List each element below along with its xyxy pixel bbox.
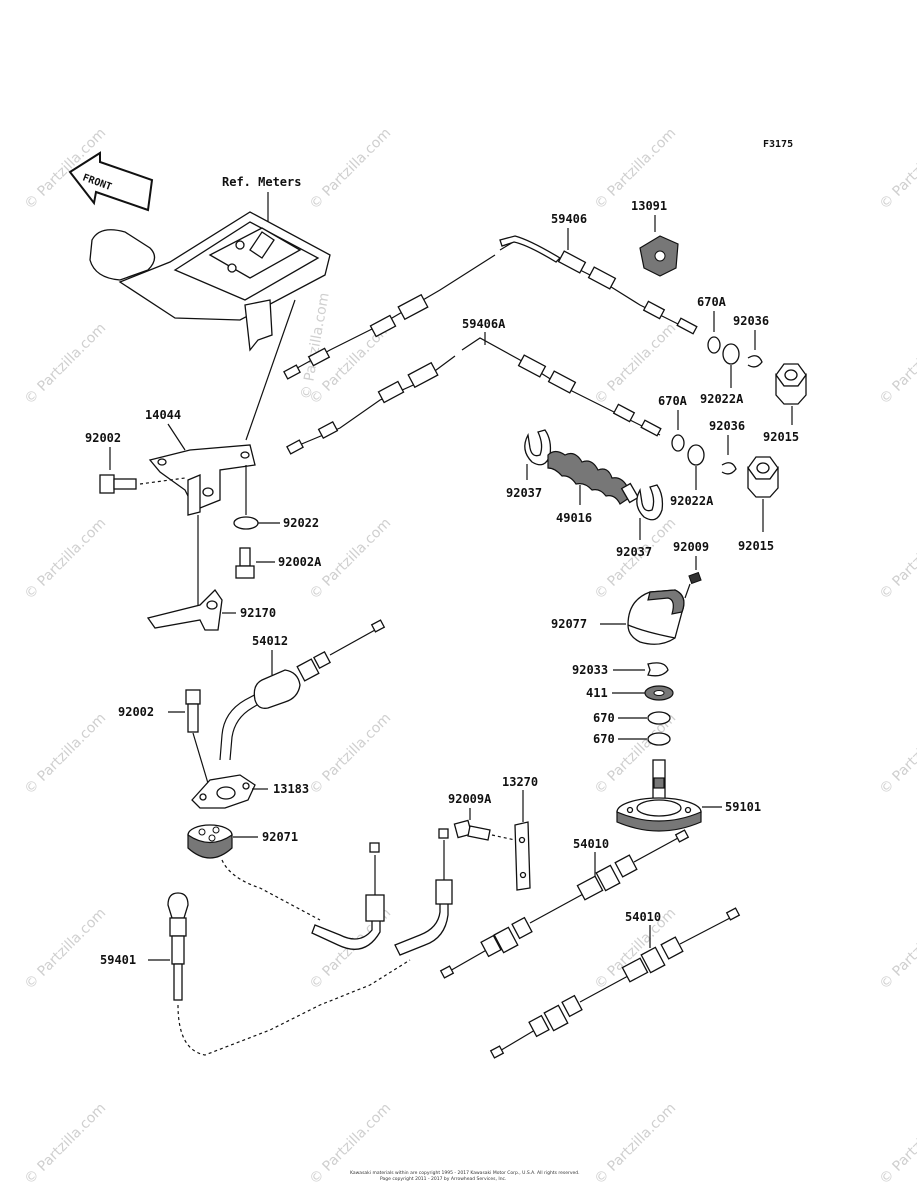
watermark: © Partzilla.com xyxy=(22,710,110,798)
clip-92036-1 xyxy=(747,355,763,368)
part-label-92002a: 92002A xyxy=(278,555,322,569)
oring-670a-1 xyxy=(707,336,721,354)
part-label-670-1: 670 xyxy=(593,711,615,725)
part-label-670a-1: 670A xyxy=(697,295,727,309)
cable-59406 xyxy=(283,235,698,380)
screw-92009 xyxy=(684,571,702,599)
watermark: © Partzilla.com xyxy=(307,710,395,798)
part-label-49016: 49016 xyxy=(556,511,592,525)
watermark: © Partzilla.com xyxy=(22,905,110,993)
part-label-92015-1: 92015 xyxy=(763,430,799,444)
part-label-92009a: 92009A xyxy=(448,792,492,806)
watermark: © Partzilla.com xyxy=(22,320,110,408)
bolt-92002a xyxy=(235,547,255,579)
boot-49016 xyxy=(547,450,640,505)
part-label-92022: 92022 xyxy=(283,516,319,530)
part-label-92009: 92009 xyxy=(673,540,709,554)
front-arrow-icon: FRONT xyxy=(68,151,154,212)
footer-copyright-2: Page copyright 2011 - 2017 by Arrowhead … xyxy=(380,1176,506,1182)
part-label-92037-2: 92037 xyxy=(616,545,652,559)
part-label-59406: 59406 xyxy=(551,212,587,226)
clip-92033 xyxy=(647,662,669,677)
clip-92036-2 xyxy=(721,462,737,475)
part-label-92022a-2: 92022A xyxy=(670,494,714,508)
part-label-13270: 13270 xyxy=(502,775,538,789)
part-label-54010-2: 54010 xyxy=(625,910,661,924)
part-label-92036-1: 92036 xyxy=(733,314,769,328)
cable-54012 xyxy=(219,619,386,761)
oring-670-1 xyxy=(647,711,671,725)
part-label-92071: 92071 xyxy=(262,830,298,844)
part-label-92036-2: 92036 xyxy=(709,419,745,433)
part-label-14044: 14044 xyxy=(145,408,181,422)
part-label-92077: 92077 xyxy=(551,617,587,631)
part-13091 xyxy=(639,235,679,277)
watermark: © Partzilla.com xyxy=(22,1100,110,1188)
bolt-92002-2 xyxy=(185,689,201,733)
part-label-92015-2: 92015 xyxy=(738,539,774,553)
watermark: © Partzilla.com xyxy=(22,515,110,603)
watermark: © Partzilla.com xyxy=(592,1100,680,1188)
part-label-59101: 59101 xyxy=(725,800,761,814)
part-label-92002-1: 92002 xyxy=(85,431,121,445)
watermark: © Partzilla.com xyxy=(877,515,917,603)
watermark: © Partzilla.com xyxy=(877,710,917,798)
part-label-411: 411 xyxy=(586,686,608,700)
part-label-92022a-1: 92022A xyxy=(700,392,744,406)
oring-670-2 xyxy=(647,732,671,746)
cable-center-2 xyxy=(394,828,453,956)
washer-92022a-2 xyxy=(687,444,705,466)
meter-bracket xyxy=(89,211,331,352)
ref-meters-label: Ref. Meters xyxy=(222,175,301,189)
part-label-92002-2: 92002 xyxy=(118,705,154,719)
grommet-92071 xyxy=(187,824,233,859)
cable-54010-2 xyxy=(489,907,741,1059)
bracket-14044 xyxy=(148,444,256,516)
part-label-92037-1: 92037 xyxy=(506,486,542,500)
bolt-92002-1 xyxy=(99,474,137,494)
knob-92077 xyxy=(627,589,685,645)
clip-92037-1 xyxy=(524,429,552,466)
cable-59406a xyxy=(286,337,662,455)
diagram-code: F3175 xyxy=(763,139,793,150)
oring-670a-2 xyxy=(671,434,685,452)
watermark: © Partzilla.com xyxy=(307,125,395,213)
footer-copyright-1: Kawasaki materials within are copyright … xyxy=(350,1170,580,1176)
watermark: © Partzilla.com xyxy=(877,125,917,213)
plate-13183 xyxy=(191,774,256,809)
clip-92037-2 xyxy=(636,484,664,521)
washer-92022a-1 xyxy=(722,343,740,365)
nut-92015-1 xyxy=(775,363,807,405)
part-label-92170: 92170 xyxy=(240,606,276,620)
plate-13270 xyxy=(514,821,531,891)
watermark: © Partzilla.com xyxy=(877,320,917,408)
part-label-13183: 13183 xyxy=(273,782,309,796)
cable-center-1 xyxy=(311,842,385,950)
part-label-670a-2: 670A xyxy=(658,394,688,408)
watermark: © Partzilla.com xyxy=(877,905,917,993)
part-label-54010-1: 54010 xyxy=(573,837,609,851)
part-label-92033: 92033 xyxy=(572,663,608,677)
part-label-13091: 13091 xyxy=(631,199,667,213)
part-label-59401: 59401 xyxy=(100,953,136,967)
watermark: © Partzilla.com xyxy=(877,1100,917,1188)
shaft-59101 xyxy=(616,759,702,832)
cable-59401 xyxy=(167,892,411,1056)
nut-92015-2 xyxy=(747,456,779,498)
cable-54010-1 xyxy=(439,829,690,979)
part-label-670-2: 670 xyxy=(593,732,615,746)
bolt-92009a xyxy=(453,819,491,841)
washer-92022 xyxy=(233,516,259,530)
part-label-54012: 54012 xyxy=(252,634,288,648)
bracket-92170 xyxy=(146,588,223,631)
part-label-59406a: 59406A xyxy=(462,317,506,331)
